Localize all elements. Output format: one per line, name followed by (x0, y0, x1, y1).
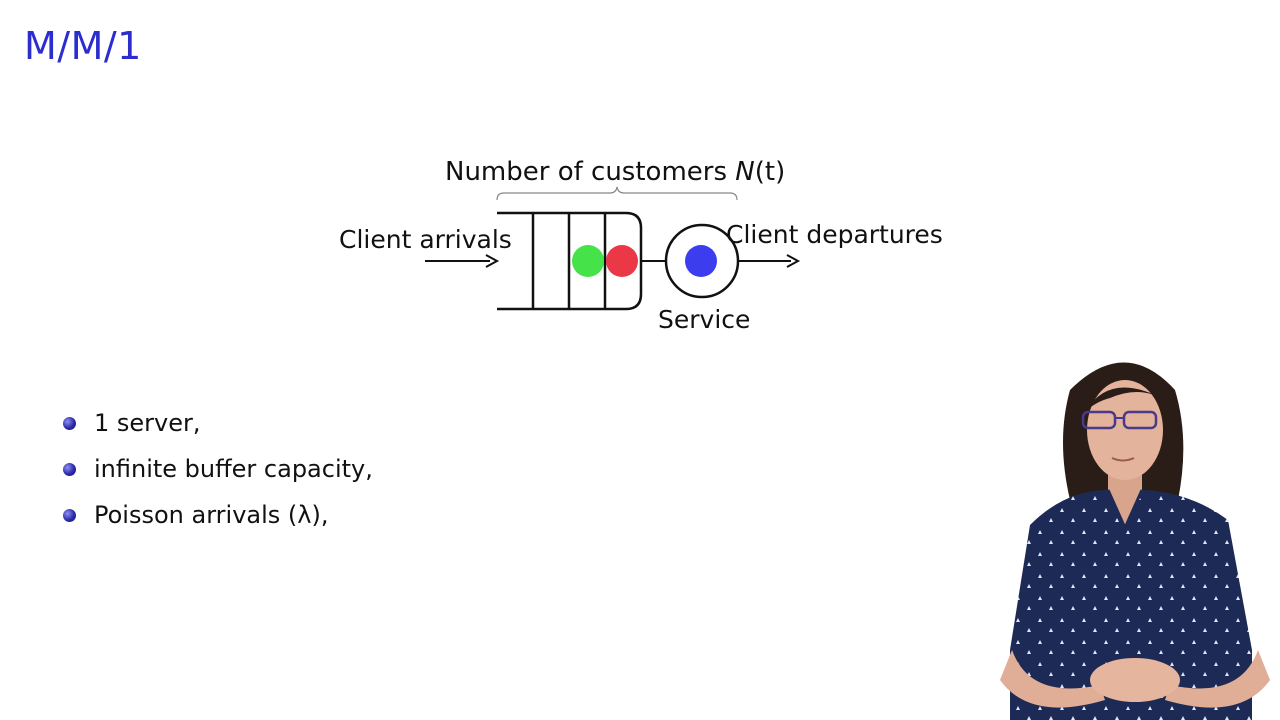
list-item-text: 1 server, (94, 409, 201, 437)
slide-title: M/M/1 (24, 24, 142, 68)
queued-customer-green (572, 245, 604, 277)
list-item: infinite buffer capacity, (60, 446, 373, 492)
bullet-icon (63, 416, 76, 430)
bullet-icon (63, 508, 76, 522)
list-item: Poisson arrivals (λ), (60, 492, 373, 538)
brace (496, 186, 738, 201)
presenter-hands (1090, 658, 1180, 702)
bullet-list: 1 server, infinite buffer capacity, Pois… (60, 400, 373, 538)
presenter-arm (1165, 650, 1270, 708)
bullet-icon (63, 462, 76, 476)
departures-label: Client departures (726, 220, 943, 249)
glasses-icon (1081, 410, 1117, 430)
served-customer (685, 245, 717, 277)
brace-label-arg: (t) (755, 157, 785, 187)
brace-label: Number of customers N(t) (445, 157, 785, 187)
glasses-icon (1122, 410, 1158, 430)
presenter-mouth (1111, 457, 1135, 462)
presenter-arm (1000, 650, 1105, 708)
presenter-face (1087, 380, 1163, 480)
presenter-blouse (1010, 490, 1252, 720)
presenter-video (1000, 362, 1270, 720)
departures-arrowhead (786, 254, 801, 268)
brace-label-var: N (735, 157, 754, 187)
arrivals-arrowhead (485, 254, 500, 268)
presenter-collar (1106, 489, 1144, 532)
service-label: Service (658, 305, 750, 334)
presenter-fringe (1085, 387, 1165, 412)
list-item-text: Poisson arrivals (λ), (94, 501, 329, 529)
list-item-text: infinite buffer capacity, (94, 455, 373, 483)
list-item: 1 server, (60, 400, 373, 446)
queued-customer-red (606, 245, 638, 277)
brace-label-prefix: Number of customers (445, 157, 735, 187)
arrivals-label: Client arrivals (339, 225, 512, 254)
